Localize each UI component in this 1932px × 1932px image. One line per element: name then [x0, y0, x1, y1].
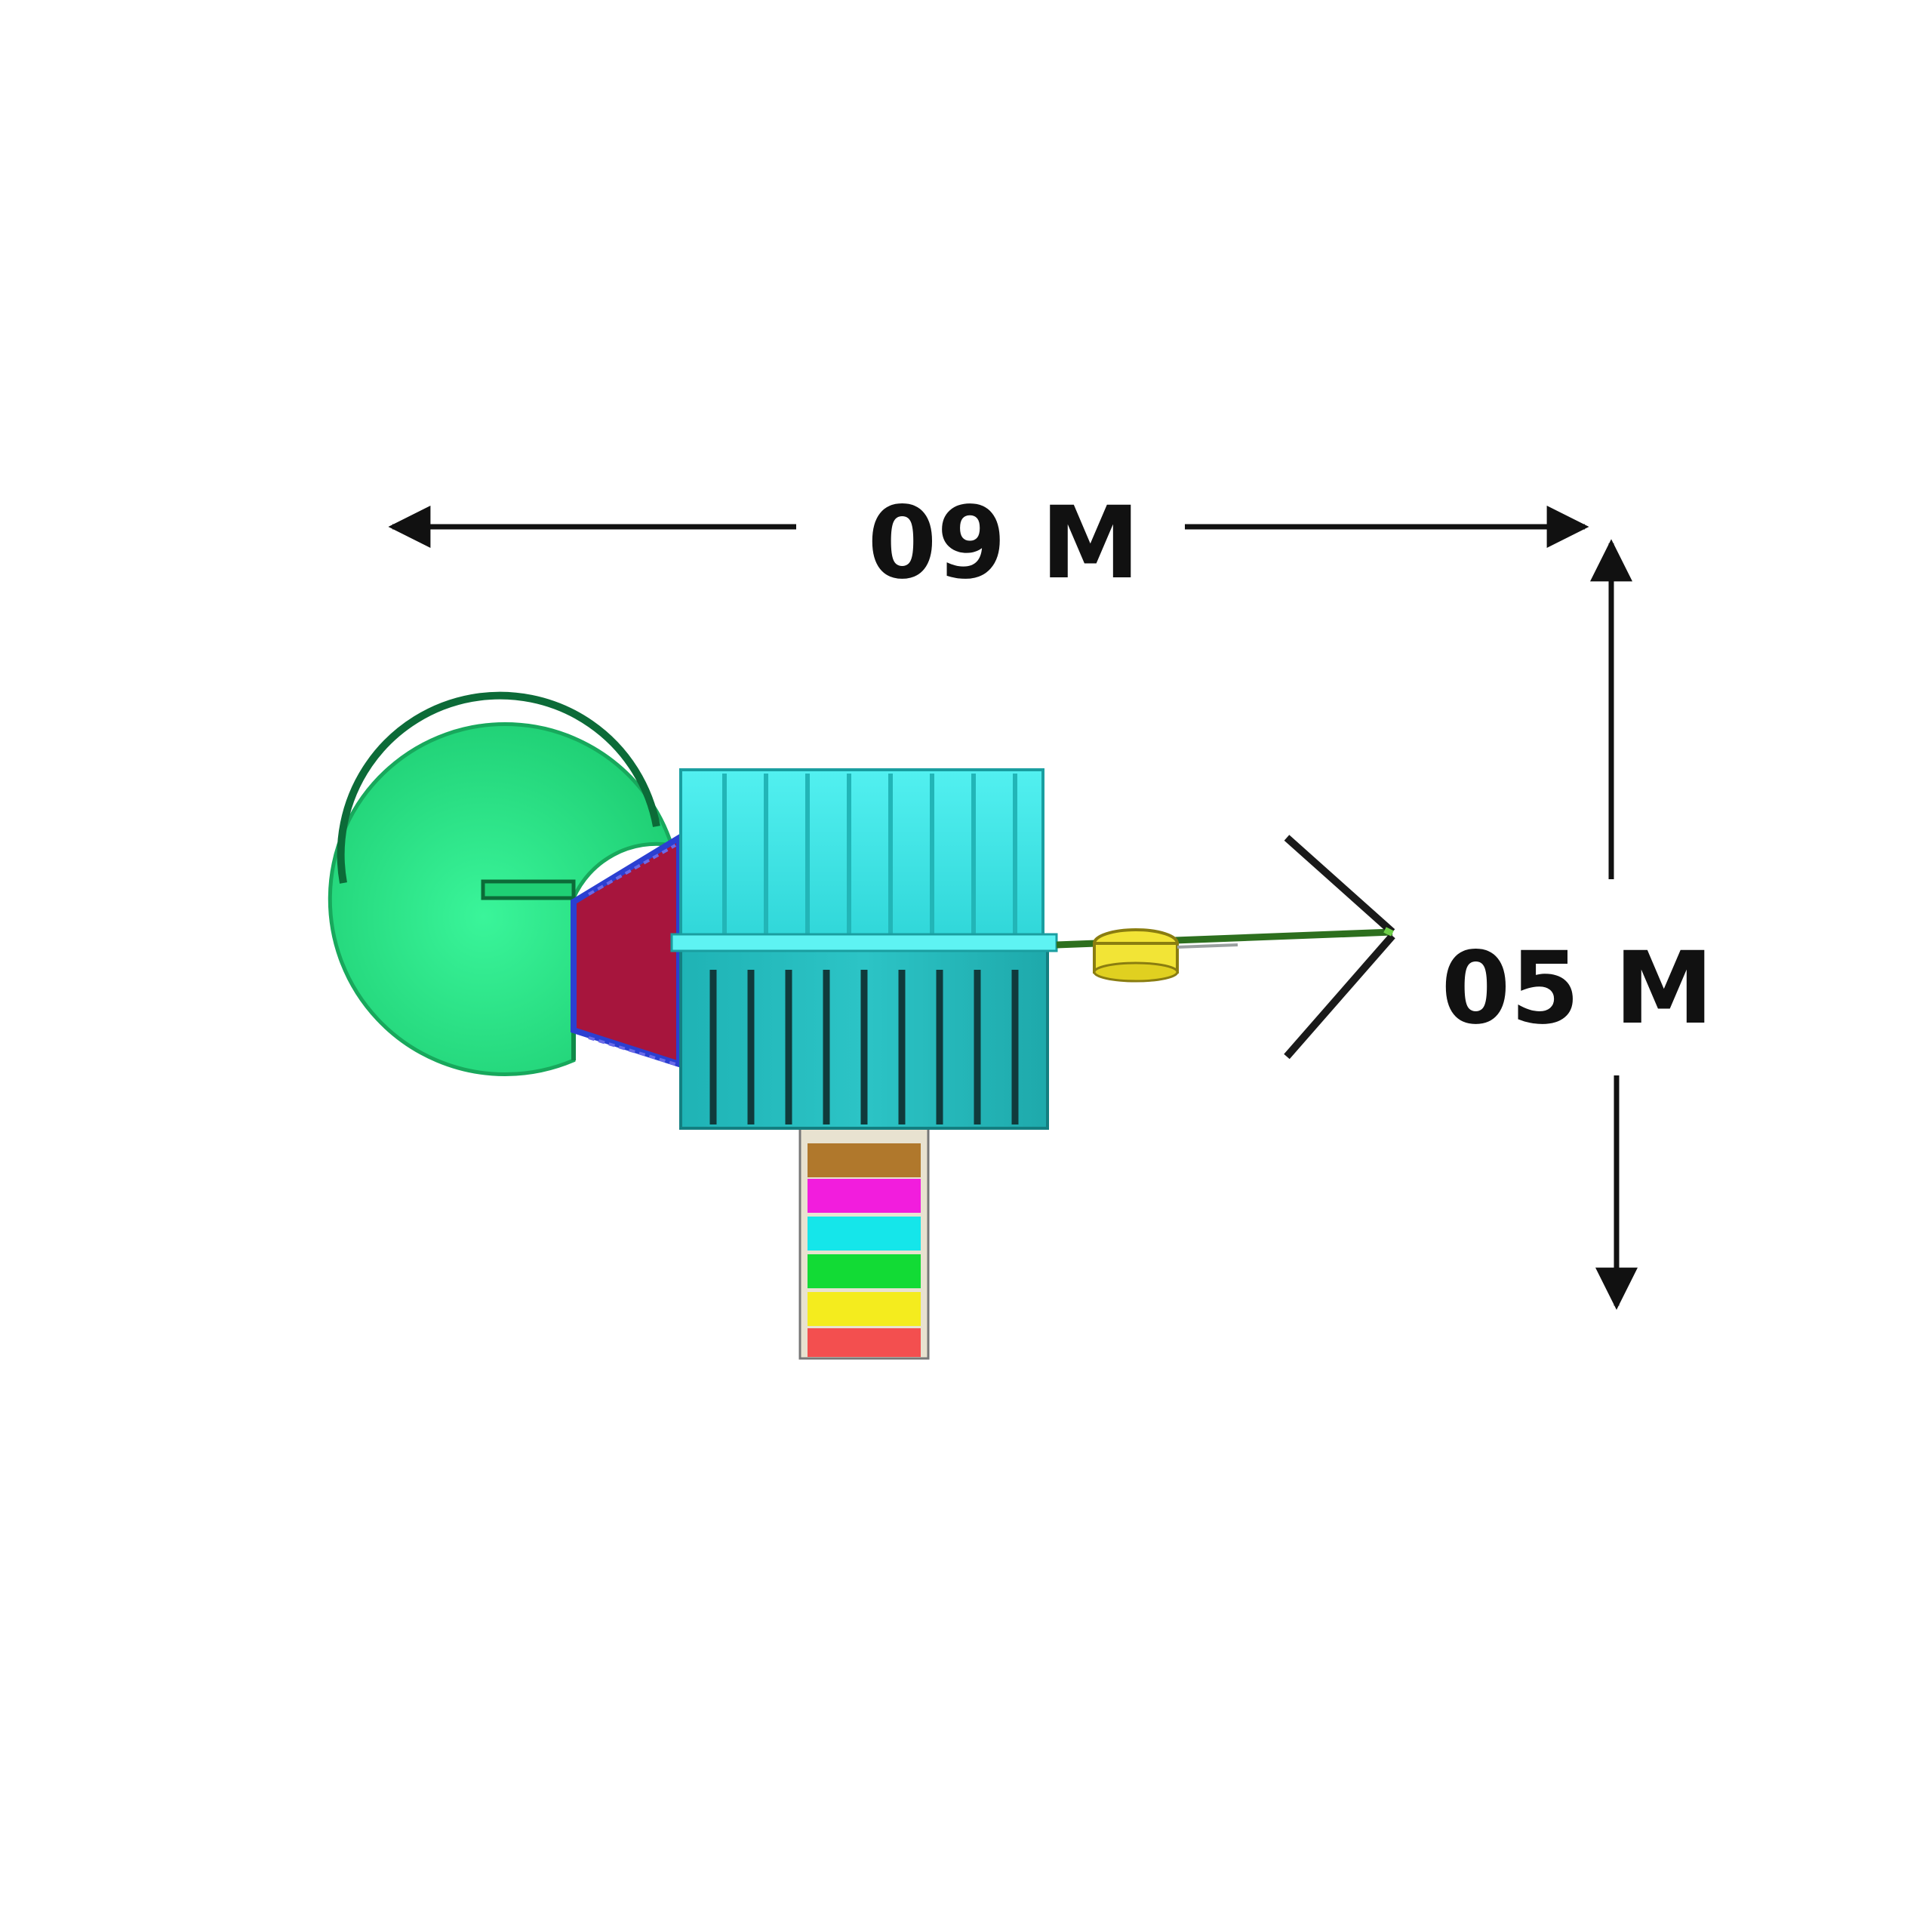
playground-structure [328, 691, 1395, 1360]
height-label: 05 M [1441, 931, 1713, 1047]
ladder-step [808, 1179, 921, 1213]
tower-roof [679, 768, 1044, 945]
ladder-step [808, 1217, 921, 1251]
ladder [798, 1123, 930, 1360]
swing-seat [1093, 928, 1238, 983]
width-label: 09 M [867, 485, 1140, 601]
tower [670, 768, 1058, 1130]
ladder-step [808, 1254, 921, 1288]
swing-frame [1056, 835, 1395, 1060]
spiral-slide [328, 691, 675, 1076]
swing-leg-lower [1284, 933, 1395, 1060]
ladder-step [808, 1292, 921, 1326]
ladder-step [808, 1328, 921, 1357]
height-dimension: 05 M [1441, 539, 1714, 1310]
ladder-step [808, 1143, 921, 1177]
width-dimension: 09 M [388, 485, 1589, 601]
swing-leg-upper [1284, 835, 1395, 935]
